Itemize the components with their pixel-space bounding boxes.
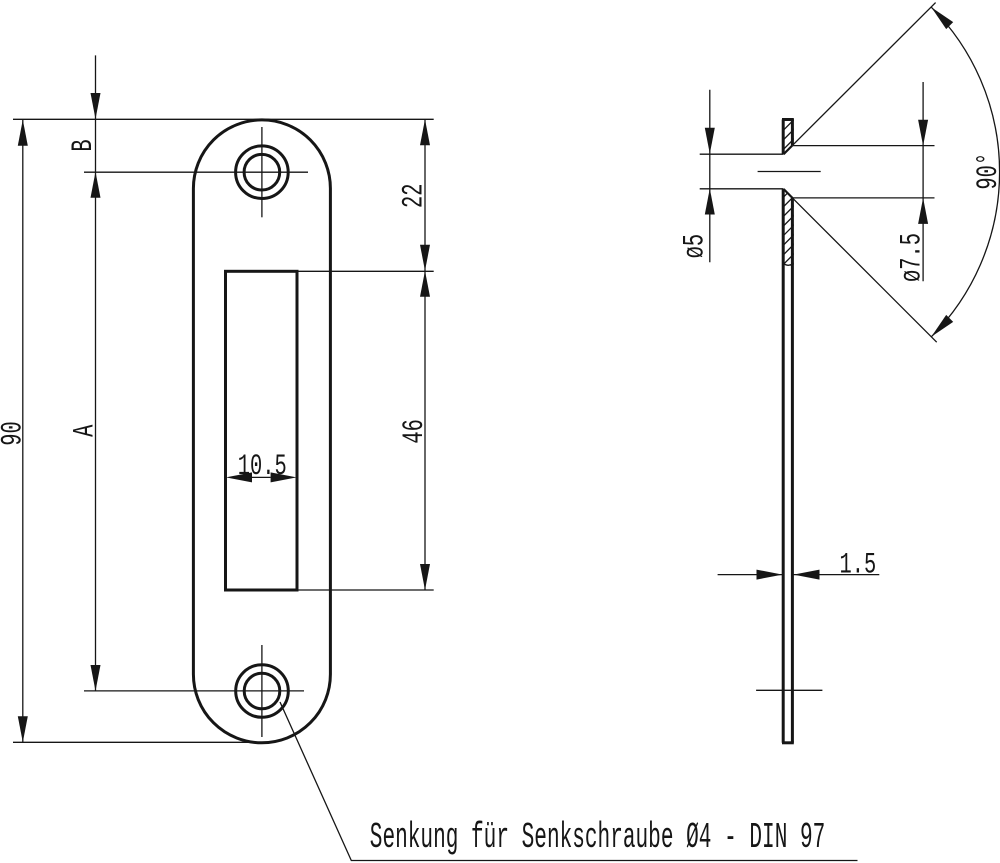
svg-text:ø7.5: ø7.5 bbox=[895, 233, 929, 282]
svg-text:90: 90 bbox=[0, 421, 30, 445]
svg-text:Senkung für Senkschraube Ø4 -: Senkung für Senkschraube Ø4 - DIN 97 bbox=[370, 818, 826, 858]
svg-text:46: 46 bbox=[397, 419, 431, 443]
svg-text:22: 22 bbox=[397, 184, 431, 208]
svg-text:B: B bbox=[66, 139, 100, 151]
svg-text:ø5: ø5 bbox=[678, 234, 712, 258]
svg-text:1.5: 1.5 bbox=[840, 548, 877, 582]
svg-text:10.5: 10.5 bbox=[238, 450, 287, 484]
svg-text:A: A bbox=[68, 424, 102, 437]
svg-text:90°: 90° bbox=[972, 153, 1000, 190]
